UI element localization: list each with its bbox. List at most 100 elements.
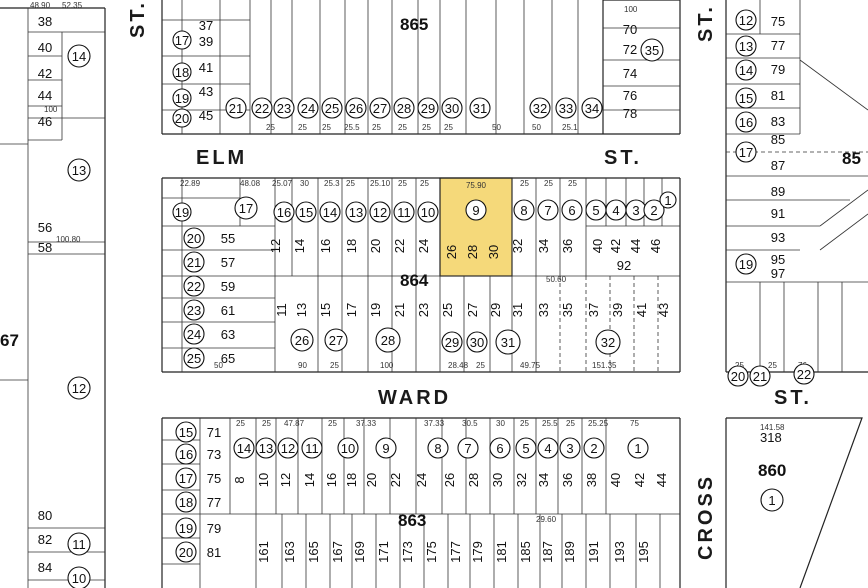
- block-864-left-lot-23: 23: [187, 303, 201, 318]
- block-863-left-lot-18-circle: [175, 491, 197, 513]
- block-865-lot-21-circle: [225, 97, 247, 119]
- block-863-left-num-79: 79: [207, 521, 221, 536]
- highlighted-lot-group[interactable]: 9 26 28 30 75.90: [444, 181, 501, 259]
- right-lot-circle-22-circle: [793, 363, 815, 385]
- block-864-lot-13: 13: [349, 205, 363, 220]
- block-864-lot-16: 16: [277, 205, 291, 220]
- left-lot-circle-14-circle: [67, 44, 91, 68]
- svg-text:25: 25: [372, 123, 381, 132]
- block-863-bottom-num-193: 193: [612, 541, 627, 563]
- block-863-num-18: 18: [344, 473, 359, 487]
- highlighted-lot-circle: [465, 199, 487, 221]
- left-lot-40: 40: [38, 40, 52, 55]
- svg-text:30: 30: [496, 419, 505, 428]
- block-864-bottom-lot-27: 27: [329, 333, 343, 348]
- block-863-left-lot-15: 15: [179, 425, 193, 440]
- left-lot-80: 80: [38, 508, 52, 523]
- left-lot-58: 58: [38, 240, 52, 255]
- right-lot-circle-19: 19: [739, 257, 753, 272]
- block-864-bottom-num-33: 33: [536, 303, 551, 317]
- block-863-left-num-75: 75: [207, 471, 221, 486]
- block-865-lot-28: 28: [397, 101, 411, 116]
- block-864-num-44: 44: [628, 239, 643, 253]
- block-864-lot-2: 2: [650, 203, 657, 218]
- highlighted-address-1: 26: [444, 245, 459, 259]
- svg-text:25.25: 25.25: [588, 419, 609, 428]
- block-864: 22.89 48.08 25.07 30 25.3 25 25.10 25 25…: [161, 177, 681, 373]
- block-863-lot-13: 13: [259, 441, 273, 456]
- left-lot-circle-10: 10: [72, 571, 86, 586]
- block-863-num-28: 28: [466, 473, 481, 487]
- block-864-num-16: 16: [318, 239, 333, 253]
- svg-text:50.60: 50.60: [546, 275, 567, 284]
- block-863-lot-3: 3: [566, 441, 573, 456]
- right-lot-circle-20: 20: [731, 369, 745, 384]
- block-863-lot-8: 8: [434, 441, 441, 456]
- block-863-num-38: 38: [584, 473, 599, 487]
- block-864-bottom-num-19: 19: [368, 303, 383, 317]
- block-865-right-78: 78: [623, 106, 637, 121]
- block-863-lot-14-circle: [233, 437, 255, 459]
- right-lot-circle-21: 21: [753, 369, 767, 384]
- block-863-left-num-77: 77: [207, 495, 221, 510]
- block-860: 141.58: [725, 417, 863, 588]
- elm-street-suffix: ST.: [604, 147, 642, 169]
- block-865-lot-29-circle: [417, 97, 439, 119]
- svg-text:25: 25: [568, 179, 577, 188]
- right-lot-circle-15-circle: [735, 87, 757, 109]
- block-863-left-num-81: 81: [207, 545, 221, 560]
- block-865-num-45: 45: [199, 108, 213, 123]
- block-863-left-lot-19: 19: [179, 521, 193, 536]
- block-863-left-lot-20-circle: [175, 541, 197, 563]
- left-lot-82: 82: [38, 532, 52, 547]
- svg-text:25: 25: [544, 179, 553, 188]
- block-864-num-36: 36: [560, 239, 575, 253]
- block-863-left-num-73: 73: [207, 447, 221, 462]
- svg-text:25.1: 25.1: [562, 123, 578, 132]
- right-lot-circle-19-circle: [735, 253, 757, 275]
- block-863-left-lot-18: 18: [179, 495, 193, 510]
- block-865-right-74: 74: [623, 66, 637, 81]
- block-864-num-20: 20: [368, 239, 383, 253]
- block-864-lot-1-circle: [659, 191, 677, 209]
- block-863-bottom-num-181: 181: [494, 541, 509, 563]
- block-863-lot-12: 12: [281, 441, 295, 456]
- left-lot-38: 38: [38, 14, 52, 29]
- lot-860-num: 318: [760, 430, 782, 445]
- block-863-lot-11-circle: [301, 437, 323, 459]
- block-864-num-24: 24: [416, 239, 431, 253]
- block-864-bottom-num-21: 21: [392, 303, 407, 317]
- right-lot-circle-12: 12: [739, 13, 753, 28]
- highlighted-frontage: 75.90: [466, 181, 487, 190]
- right-lot-num-75: 75: [771, 14, 785, 29]
- block-864-left-num-65: 65: [221, 351, 235, 366]
- block-863-num-20: 20: [364, 473, 379, 487]
- block-863-bottom-num-191: 191: [586, 541, 601, 563]
- block-number-865: 865: [400, 15, 428, 34]
- svg-text:50: 50: [492, 123, 501, 132]
- svg-text:25: 25: [298, 123, 307, 132]
- right-lot-num-87: 87: [771, 158, 785, 173]
- block-number-863: 863: [398, 511, 426, 530]
- highlighted-parcel[interactable]: [439, 177, 513, 277]
- block-864-lot-19: 19: [175, 205, 189, 220]
- block-864-left-lot-24: 24: [187, 327, 201, 342]
- block-865-lot-25-circle: [321, 97, 343, 119]
- block-863-lot-14: 14: [237, 441, 251, 456]
- right-lot-circle-14-circle: [735, 59, 757, 81]
- block-864-num-18: 18: [344, 239, 359, 253]
- svg-text:25: 25: [266, 123, 275, 132]
- block-864-bottom-lot-31-circle: [495, 329, 521, 355]
- block-863-lot-10-circle: [337, 437, 359, 459]
- block-865-lot-30: 30: [445, 101, 459, 116]
- block-864-bottom-lot-30: 30: [470, 335, 484, 350]
- highlighted-address-3: 30: [486, 245, 501, 259]
- block-864-left-lot-20: 20: [187, 231, 201, 246]
- block-865-right-72: 72: [623, 42, 637, 57]
- block-863-left-num-71: 71: [207, 425, 221, 440]
- svg-text:25.5: 25.5: [542, 419, 558, 428]
- block-865-lot-34: 34: [585, 101, 599, 116]
- svg-text:37.33: 37.33: [424, 419, 445, 428]
- block-863-lot-3-circle: [559, 437, 581, 459]
